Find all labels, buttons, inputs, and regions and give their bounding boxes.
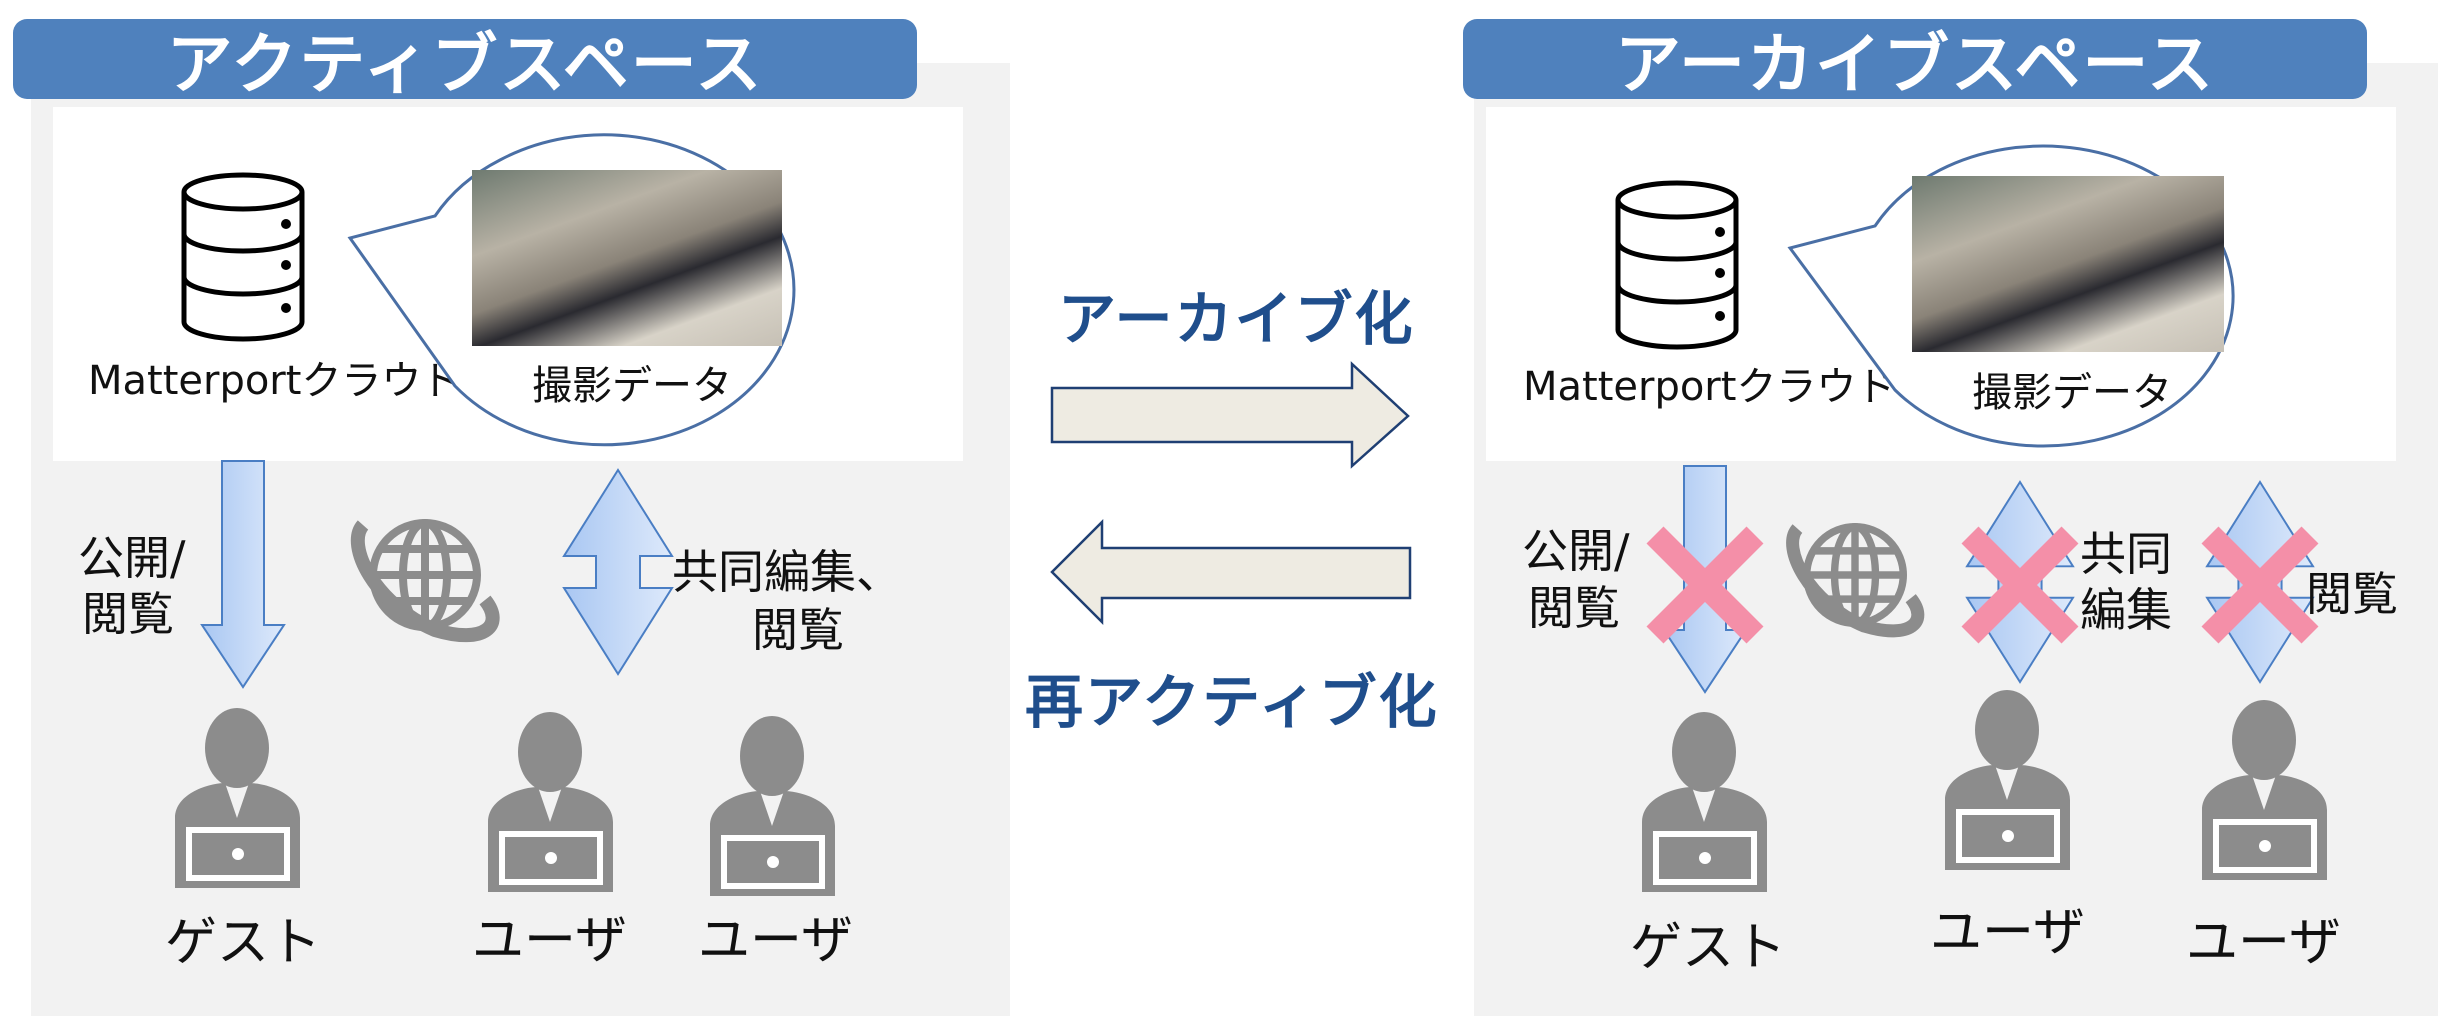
publish-label-2: 閲覧 bbox=[1528, 581, 1620, 635]
user-label: ユーザ bbox=[698, 911, 853, 971]
capture-thumbnail bbox=[1912, 176, 2224, 352]
publish-label-1: 公開/ bbox=[1522, 524, 1630, 578]
user-label: ユーザ bbox=[472, 911, 627, 971]
cloud-label: Matterportクラウド bbox=[88, 358, 462, 404]
reactivate-transition-label: 再アクティブ化 bbox=[1025, 668, 1439, 736]
blocked-x-icon bbox=[1646, 526, 1764, 644]
publish-arrow-down bbox=[200, 460, 286, 689]
coedit-label-1: 共同 bbox=[2080, 527, 2172, 581]
capture-data-label: 撮影データ bbox=[1972, 370, 2172, 416]
guest-icon bbox=[175, 708, 300, 888]
user-label: ゲスト bbox=[1630, 918, 1787, 978]
globe-icon bbox=[350, 519, 500, 643]
coedit-label-1: 共同編集、 bbox=[672, 545, 902, 599]
guest-icon bbox=[1642, 712, 1767, 892]
capture-data-label: 撮影データ bbox=[532, 363, 732, 409]
user-label: ゲスト bbox=[165, 913, 322, 973]
blocked-x-icon bbox=[2201, 526, 2319, 644]
globe-icon bbox=[1786, 523, 1925, 638]
archive-space-title: アーカイブスペース bbox=[1463, 19, 2367, 103]
user-icon bbox=[2202, 700, 2327, 880]
user-icon bbox=[1945, 690, 2070, 870]
database-icon bbox=[1615, 180, 1739, 350]
user-label: ユーザ bbox=[1930, 903, 2085, 963]
user-label: ユーザ bbox=[2186, 913, 2341, 973]
coedit-label-2: 閲覧 bbox=[752, 603, 844, 657]
capture-thumbnail bbox=[472, 170, 782, 346]
publish-label-2: 閲覧 bbox=[82, 587, 174, 641]
user-icon bbox=[710, 716, 835, 896]
blocked-x-icon bbox=[1961, 526, 2079, 644]
archive-transition-label: アーカイブ化 bbox=[1058, 285, 1415, 353]
publish-label-1: 公開/ bbox=[78, 531, 186, 585]
cloud-label: Matterportクラウド bbox=[1523, 364, 1897, 410]
archive-arrow-right bbox=[1050, 361, 1410, 469]
database-icon bbox=[181, 172, 305, 342]
view-label: 閲覧 bbox=[2306, 567, 2398, 621]
coedit-arrow-bidirectional bbox=[562, 468, 674, 676]
reactivate-arrow-left bbox=[1050, 518, 1412, 626]
active-space-title: アクティブスペース bbox=[13, 19, 917, 103]
coedit-label-2: 編集 bbox=[2080, 583, 2172, 637]
user-icon bbox=[488, 712, 613, 892]
